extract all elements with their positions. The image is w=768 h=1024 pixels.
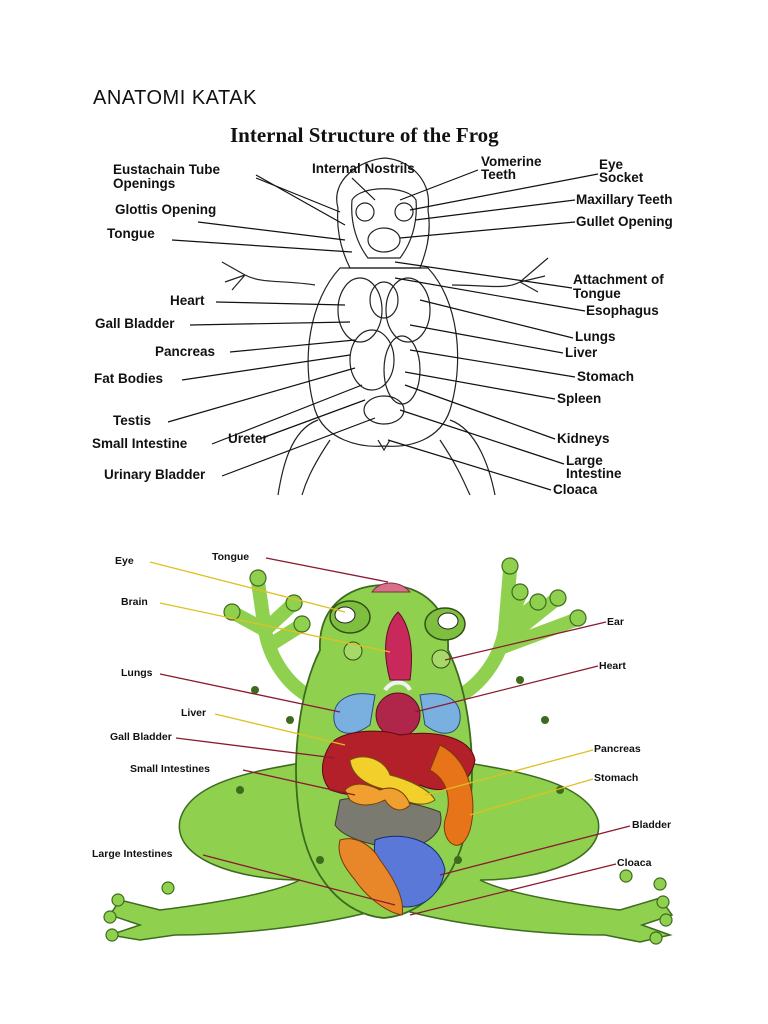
- frog-right-arm: [443, 563, 582, 707]
- label-testis: Testis: [113, 413, 151, 428]
- diagram1-left-labels: Eustachain Tube Openings Glottis Opening…: [92, 162, 269, 482]
- label-vomerine: Vomerine: [481, 154, 542, 169]
- label-small-intestine: Small Intestine: [92, 436, 188, 451]
- frog-large-intestine: [338, 838, 404, 916]
- label-internal-nostrils: Internal Nostrils: [312, 161, 415, 176]
- label2-pancreas: Pancreas: [594, 743, 641, 755]
- label-esophagus: Esophagus: [586, 303, 659, 318]
- label-maxillary-teeth: Maxillary Teeth: [576, 192, 673, 207]
- label2-eye: Eye: [115, 555, 134, 567]
- label-attachment-of: Attachment of: [573, 272, 664, 287]
- label2-bladder: Bladder: [632, 819, 671, 831]
- diagram1-title: Internal Structure of the Frog: [230, 123, 499, 147]
- label-socket: Socket: [599, 170, 644, 185]
- label2-tongue: Tongue: [212, 551, 249, 563]
- label-lungs: Lungs: [575, 329, 616, 344]
- label-tongue: Tongue: [107, 226, 155, 241]
- label-large: Large: [566, 453, 603, 468]
- label-urinary-bladder: Urinary Bladder: [104, 467, 206, 482]
- frog-lung-left: [333, 693, 376, 734]
- label-cloaca: Cloaca: [553, 482, 598, 497]
- label-intestine: Intestine: [566, 466, 622, 481]
- label-pancreas: Pancreas: [155, 344, 215, 359]
- frog-gall-bladder: [349, 756, 436, 805]
- label2-liver: Liver: [181, 707, 206, 719]
- frog-mouth: [385, 611, 412, 681]
- label-heart: Heart: [170, 293, 205, 308]
- label-ureter: Ureter: [228, 431, 269, 446]
- label-teeth: Teeth: [481, 167, 516, 182]
- label-eye: Eye: [599, 157, 624, 172]
- label-eustachain-tube: Eustachain Tube: [113, 162, 221, 177]
- diagram1-leader-lines: [167, 169, 599, 491]
- label-openings: Openings: [113, 176, 175, 191]
- label2-small-intestines: Small Intestines: [130, 763, 210, 775]
- frog-right-leg: [409, 759, 674, 943]
- label2-brain: Brain: [121, 596, 148, 608]
- label-gall-bladder: Gall Bladder: [95, 316, 175, 331]
- frog-eyes: [329, 600, 466, 669]
- label-stomach: Stomach: [577, 369, 634, 384]
- diagram2-leader-lines: [149, 557, 631, 916]
- frog-tongue: [371, 582, 412, 593]
- label-kidneys: Kidneys: [557, 431, 610, 446]
- diagram1-right-labels: Eye Socket Maxillary Teeth Gullet Openin…: [553, 157, 673, 497]
- label-spleen: Spleen: [557, 391, 601, 406]
- frog-left-arm: [225, 575, 325, 707]
- frog-sketch: [221, 157, 549, 496]
- page-heading: ANATOMI KATAK: [93, 87, 257, 109]
- frog-small-intestines: [344, 783, 411, 811]
- label-fat-bodies: Fat Bodies: [94, 371, 163, 386]
- label-glottis-opening: Glottis Opening: [115, 202, 216, 217]
- label2-heart: Heart: [599, 660, 626, 672]
- label-gullet-opening: Gullet Opening: [576, 214, 673, 229]
- label2-ear: Ear: [607, 616, 624, 628]
- diagram1-top-labels: Internal Nostrils Vomerine Teeth: [312, 154, 542, 182]
- frog-heart: [375, 692, 421, 738]
- label2-large-intestines: Large Intestines: [92, 848, 173, 860]
- diagram-internal-structure: Internal Structure of the Frog: [92, 123, 673, 497]
- frog-stomach: [429, 744, 474, 846]
- diagram-colored-frog: Eye Brain Lungs Liver Gall Bladder Small…: [92, 551, 674, 945]
- diagram2-left-labels: Eye Brain Lungs Liver Gall Bladder Small…: [92, 555, 210, 860]
- label-tongue-right: Tongue: [573, 286, 621, 301]
- label2-lungs: Lungs: [121, 667, 153, 679]
- label2-gall-bladder: Gall Bladder: [110, 731, 172, 743]
- label2-cloaca: Cloaca: [617, 857, 652, 869]
- label2-stomach: Stomach: [594, 772, 638, 784]
- diagram2-right-labels: Ear Heart Pancreas Stomach Bladder Cloac…: [594, 616, 671, 869]
- label-liver: Liver: [565, 345, 598, 360]
